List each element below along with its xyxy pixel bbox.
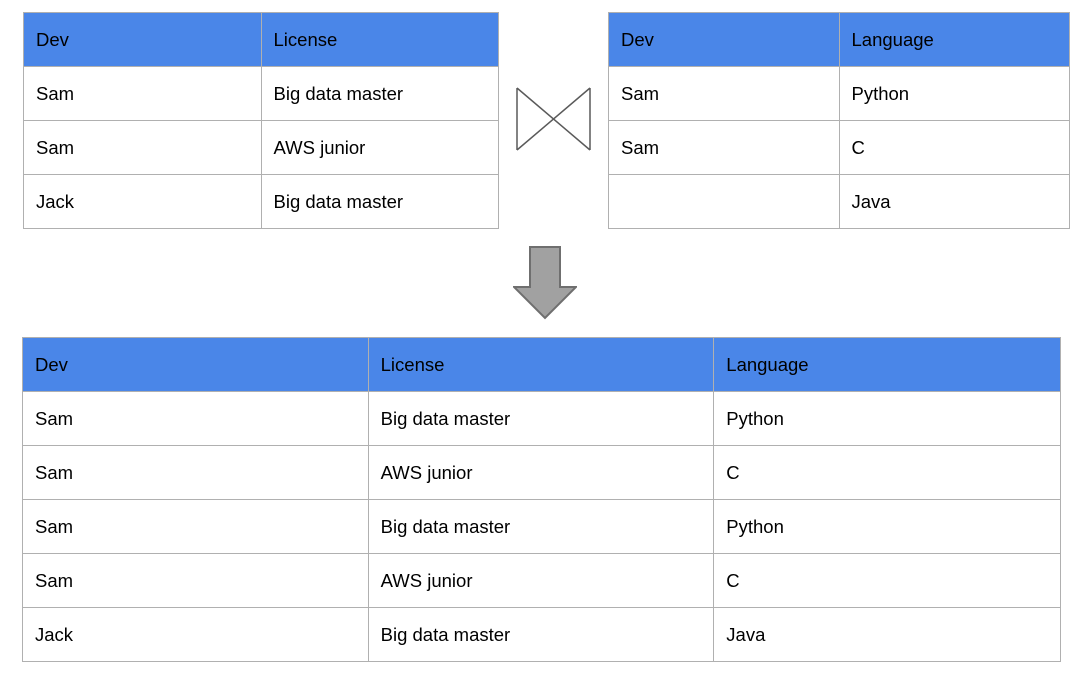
table-cell: AWS junior xyxy=(367,553,715,608)
table-cell: Python xyxy=(838,66,1070,121)
table-cell: C xyxy=(713,445,1061,500)
table-header-row: Dev Language xyxy=(608,12,1070,67)
header-license: License xyxy=(260,12,499,67)
table-cell: C xyxy=(838,120,1070,175)
table-cell: Sam xyxy=(608,120,840,175)
table-cell: Jack xyxy=(22,607,369,662)
table-row: Sam Big data master Python xyxy=(22,499,1061,554)
table-row: Sam C xyxy=(608,120,1070,175)
table-row: Sam Big data master Python xyxy=(22,391,1061,446)
table-row: Java xyxy=(608,174,1070,229)
table-row: Sam AWS junior C xyxy=(22,445,1061,500)
header-dev: Dev xyxy=(23,12,262,67)
table-cell: Big data master xyxy=(260,174,499,229)
source-table-dev-license: Dev License Sam Big data master Sam AWS … xyxy=(23,12,499,229)
down-arrow-icon xyxy=(513,246,577,320)
table-row: Jack Big data master Java xyxy=(22,607,1061,662)
table-cell: AWS junior xyxy=(367,445,715,500)
table-cell: Sam xyxy=(23,66,262,121)
table-cell: Sam xyxy=(22,391,369,446)
table-cell: Python xyxy=(713,391,1061,446)
header-language: Language xyxy=(838,12,1070,67)
table-cell: Sam xyxy=(22,445,369,500)
table-row: Sam AWS junior xyxy=(23,120,499,175)
table-cell: Big data master xyxy=(260,66,499,121)
table-cell: Python xyxy=(713,499,1061,554)
table-cell: Sam xyxy=(22,499,369,554)
table-cell: Sam xyxy=(608,66,840,121)
table-cell: Jack xyxy=(23,174,262,229)
header-dev: Dev xyxy=(22,337,369,392)
bowtie-join-icon xyxy=(516,87,591,151)
table-row: Sam AWS junior C xyxy=(22,553,1061,608)
table-cell: Sam xyxy=(22,553,369,608)
table-cell: Big data master xyxy=(367,499,715,554)
table-cell: Sam xyxy=(23,120,262,175)
table-cell: AWS junior xyxy=(260,120,499,175)
header-dev: Dev xyxy=(608,12,840,67)
table-cell: Java xyxy=(713,607,1061,662)
table-row: Sam Big data master xyxy=(23,66,499,121)
table-cell: Big data master xyxy=(367,607,715,662)
table-row: Sam Python xyxy=(608,66,1070,121)
table-row: Jack Big data master xyxy=(23,174,499,229)
result-table-joined: Dev License Language Sam Big data master… xyxy=(22,337,1061,662)
table-cell: C xyxy=(713,553,1061,608)
table-cell-empty xyxy=(608,174,840,229)
table-cell: Big data master xyxy=(367,391,715,446)
table-header-row: Dev License xyxy=(23,12,499,67)
header-language: Language xyxy=(713,337,1061,392)
table-cell: Java xyxy=(838,174,1070,229)
source-table-dev-language: Dev Language Sam Python Sam C Java xyxy=(608,12,1070,229)
header-license: License xyxy=(367,337,715,392)
table-header-row: Dev License Language xyxy=(22,337,1061,392)
